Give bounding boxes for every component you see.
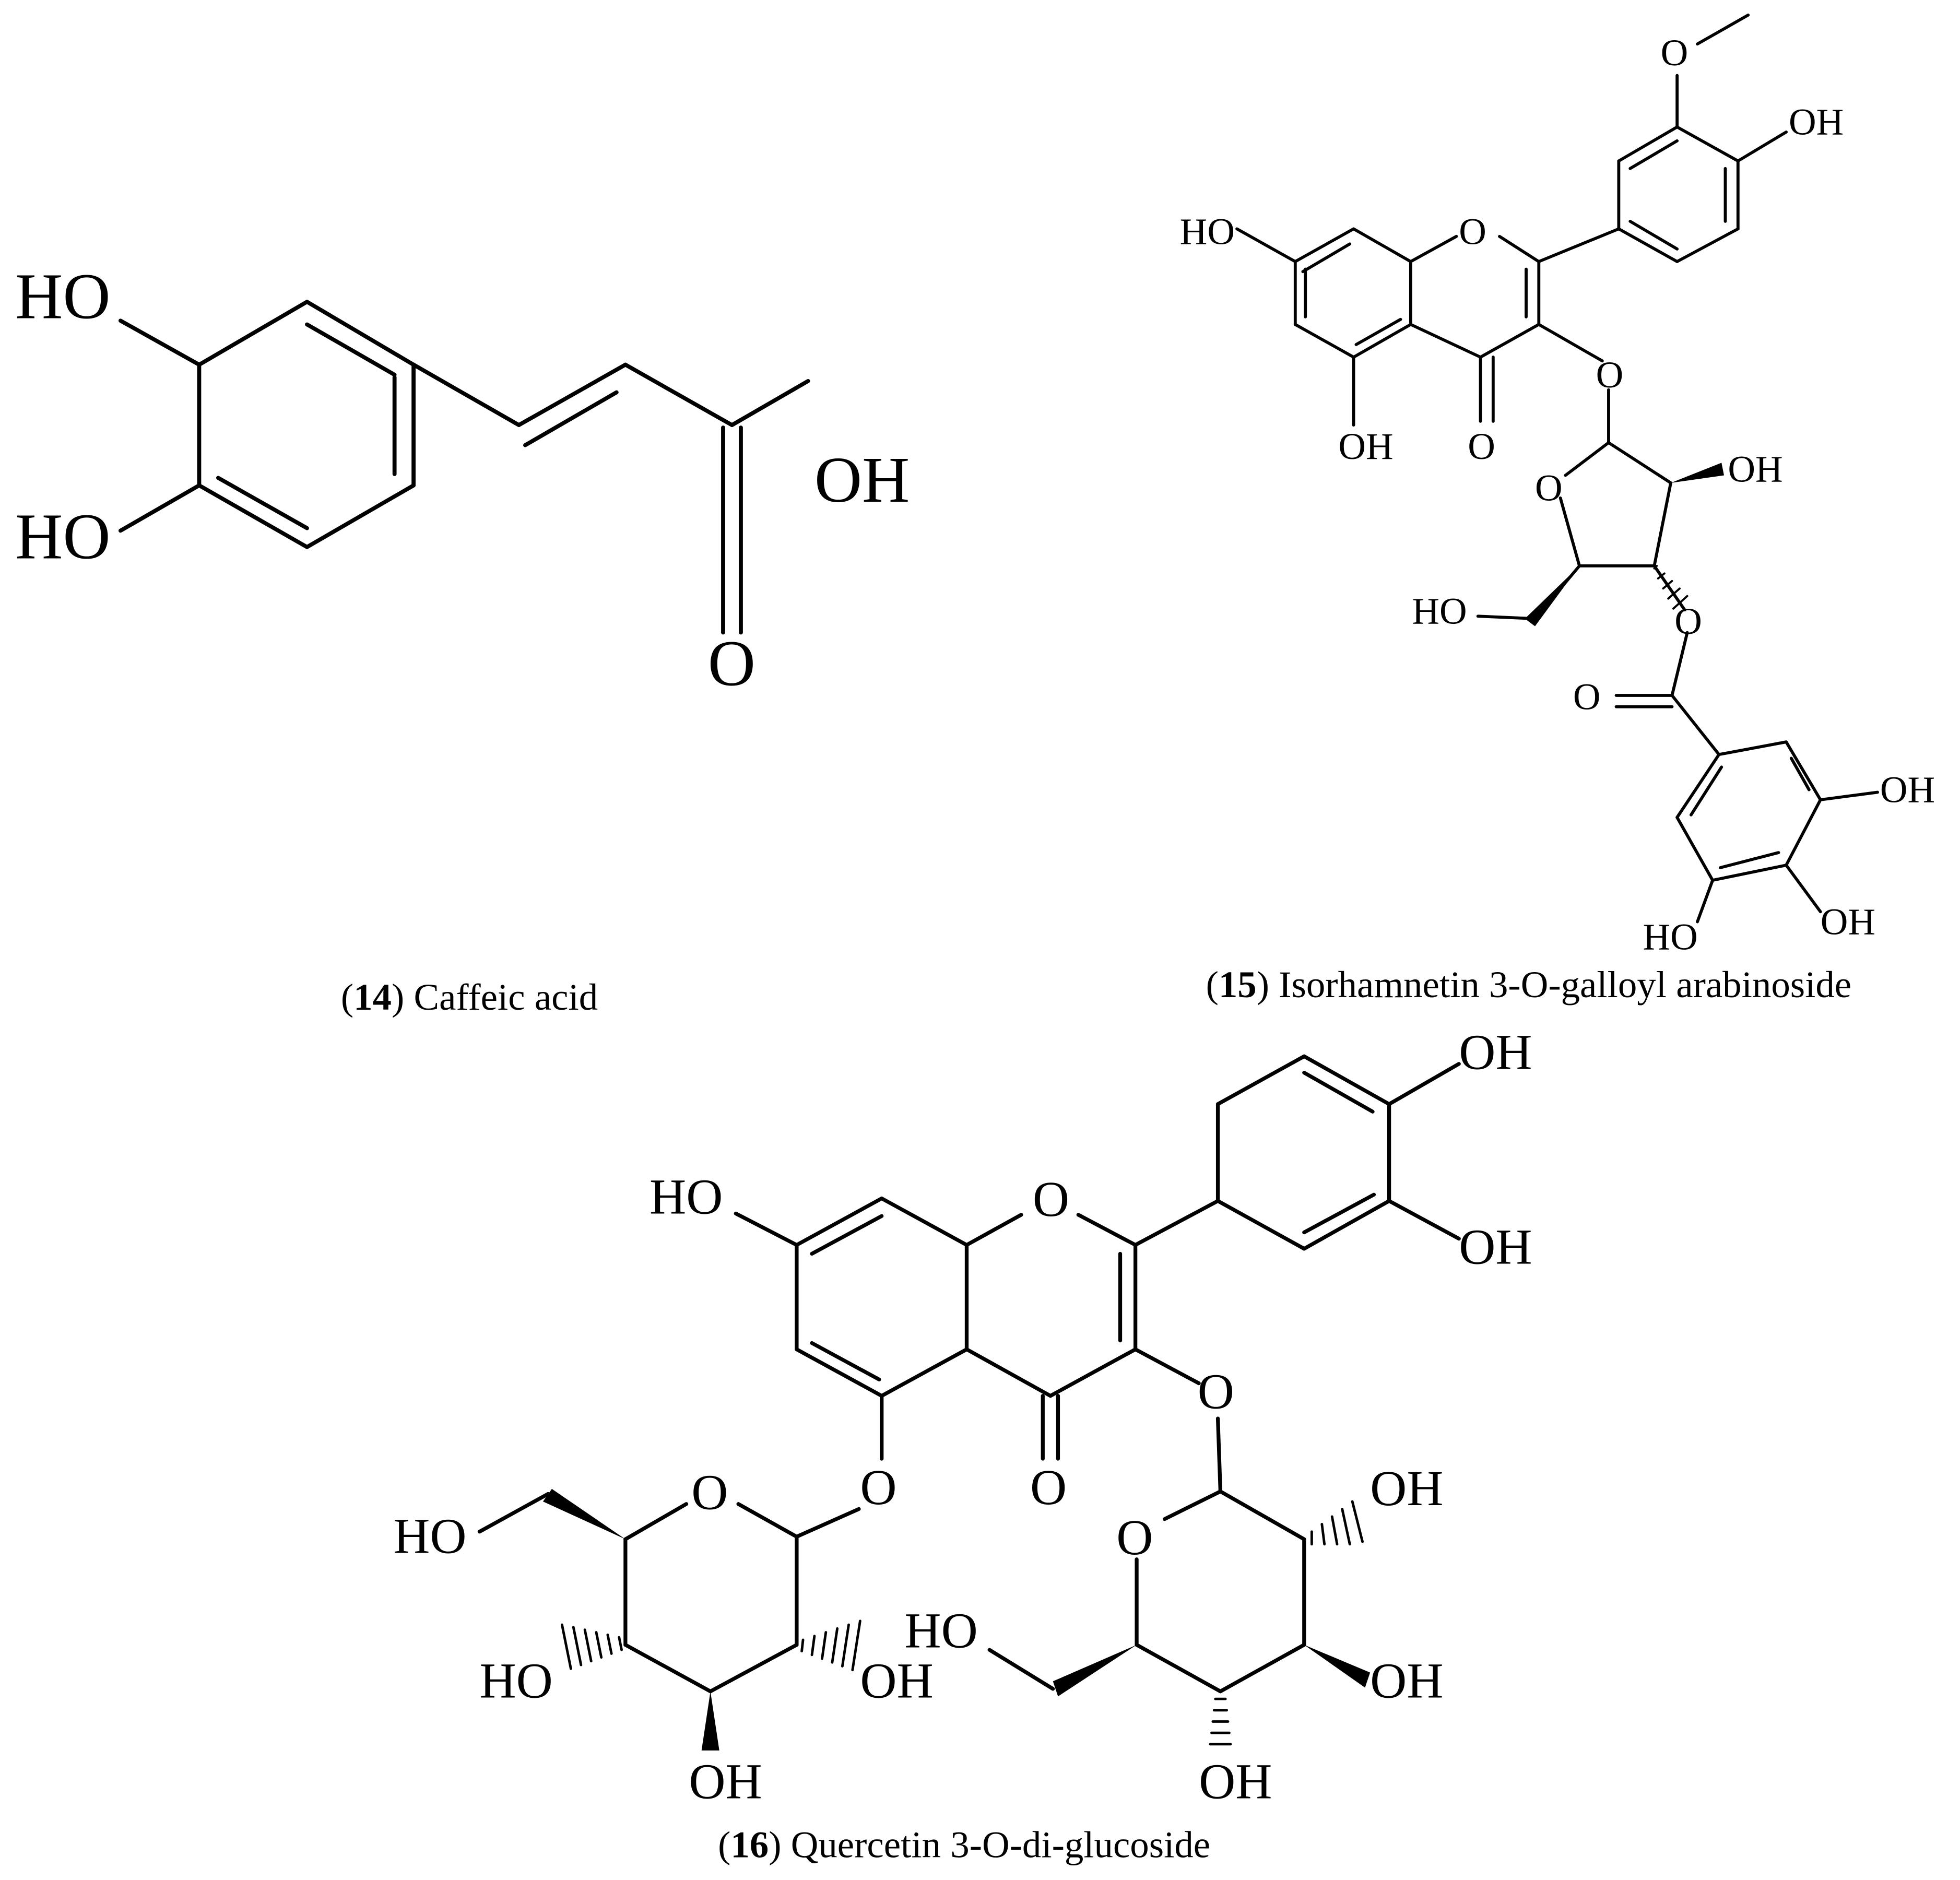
isorhamnetin-7-ho-label: HO: [1180, 210, 1235, 253]
isorhamnetin-5-oh-label: OH: [1338, 425, 1393, 467]
quercetin-right-c2-oh-label: OH: [1370, 1461, 1443, 1517]
quercetin-b4-oh-label: OH: [1459, 1024, 1532, 1080]
quercetin-name: Quercetin 3-O-di-glucoside: [791, 1824, 1210, 1866]
isorhamnetin-number: 15: [1219, 963, 1257, 1006]
quercetin-number: 16: [730, 1824, 769, 1866]
quercetin-right-ch2-ho-label: HO: [904, 1603, 977, 1659]
caffeic-acid-number: 14: [353, 976, 392, 1018]
isorhamnetin-galloyl-oh-meta-label: OH: [1880, 768, 1935, 811]
quercetin-3-link-o-label: O: [1198, 1364, 1234, 1420]
isorhamnetin-ring-o-label: O: [1459, 210, 1486, 253]
molecule-isorhamnetin-galloyl-arabinoside: O OH HO O O OH O O OH HO O O OH OH HO (1…: [1180, 14, 1935, 1006]
caffeic-acid-ho-bottom-label: HO: [15, 501, 110, 573]
quercetin-left-wedge-c3: [701, 1691, 719, 1751]
quercetin-right-c3-oh-label: OH: [1370, 1653, 1443, 1709]
quercetin-right-c4-oh-label: OH: [1199, 1754, 1272, 1810]
caffeic-acid-carbonyl-o-label: O: [708, 628, 755, 700]
quercetin-ring-o-label: O: [1033, 1172, 1069, 1227]
isorhamnetin-galloyl-oh-para-label: OH: [1821, 901, 1875, 943]
quercetin-4-carbonyl-o-label: O: [1030, 1459, 1067, 1515]
quercetin-bonds: [477, 1054, 1461, 1694]
isorhamnetin-ester-carbonyl-o-label: O: [1573, 676, 1601, 718]
isorhamnetin-furanose-o-label: O: [1535, 467, 1563, 509]
isorhamnetin-wedge-ch2: [1525, 565, 1580, 626]
quercetin-right-wedge-c3: [1304, 1645, 1371, 1688]
quercetin-left-ch2-ho-label: HO: [393, 1508, 466, 1564]
isorhamnetin-methoxy-o-label: O: [1661, 32, 1689, 74]
isorhamnetin-name: Isorhamnetin 3-O-galloyl arabinoside: [1279, 963, 1851, 1006]
quercetin-left-c4-ho-label: HO: [479, 1653, 552, 1709]
quercetin-left-wedge-ch2: [542, 1488, 625, 1540]
caffeic-acid-ho-top-label: HO: [15, 261, 110, 333]
quercetin-right-wedge-ch2: [1053, 1645, 1137, 1697]
quercetin-left-c3-oh-label: OH: [689, 1754, 762, 1810]
isorhamnetin-sugar-oh-label: OH: [1728, 448, 1782, 490]
isorhamnetin-4-carbonyl-o-label: O: [1468, 425, 1495, 467]
molecule-quercetin-diglucoside: OH OH HO O O O O HO O HO OH OH O OH HO O…: [393, 1024, 1532, 1866]
caffeic-acid-oh-label: OH: [814, 444, 910, 516]
quercetin-caption: (16) Quercetin 3-O-di-glucoside: [718, 1824, 1210, 1866]
isorhamnetin-ester-o-label: O: [1674, 600, 1702, 642]
quercetin-right-pyranose-o-label: O: [1116, 1510, 1153, 1566]
isorhamnetin-wedge-oh: [1671, 463, 1725, 483]
isorhamnetin-caption: (15) Isorhamnetin 3-O-galloyl arabinosid…: [1206, 963, 1852, 1006]
quercetin-b3-oh-label: OH: [1459, 1219, 1532, 1275]
quercetin-7-ho-label: HO: [650, 1169, 723, 1225]
caffeic-acid-caption: (14) Caffeic acid: [341, 976, 598, 1018]
isorhamnetin-3-link-o-label: O: [1596, 353, 1624, 396]
quercetin-left-c2-oh-label: OH: [860, 1653, 933, 1709]
quercetin-5-link-o-label: O: [860, 1459, 896, 1515]
quercetin-hashed-bonds: [560, 1500, 1364, 1746]
isorhamnetin-b4-oh-label: OH: [1789, 101, 1844, 143]
quercetin-left-pyranose-o-label: O: [691, 1464, 728, 1520]
molecule-caffeic-acid: HO HO OH O (14) Caffeic acid: [15, 261, 910, 1018]
isorhamnetin-hashed-bond: [1653, 564, 1689, 610]
caffeic-acid-bonds: [118, 300, 810, 635]
isorhamnetin-ch2-ho-label: HO: [1412, 590, 1467, 632]
isorhamnetin-bonds: [1235, 14, 1879, 924]
isorhamnetin-galloyl-ho-label: HO: [1643, 916, 1698, 958]
caffeic-acid-name: Caffeic acid: [414, 976, 598, 1018]
